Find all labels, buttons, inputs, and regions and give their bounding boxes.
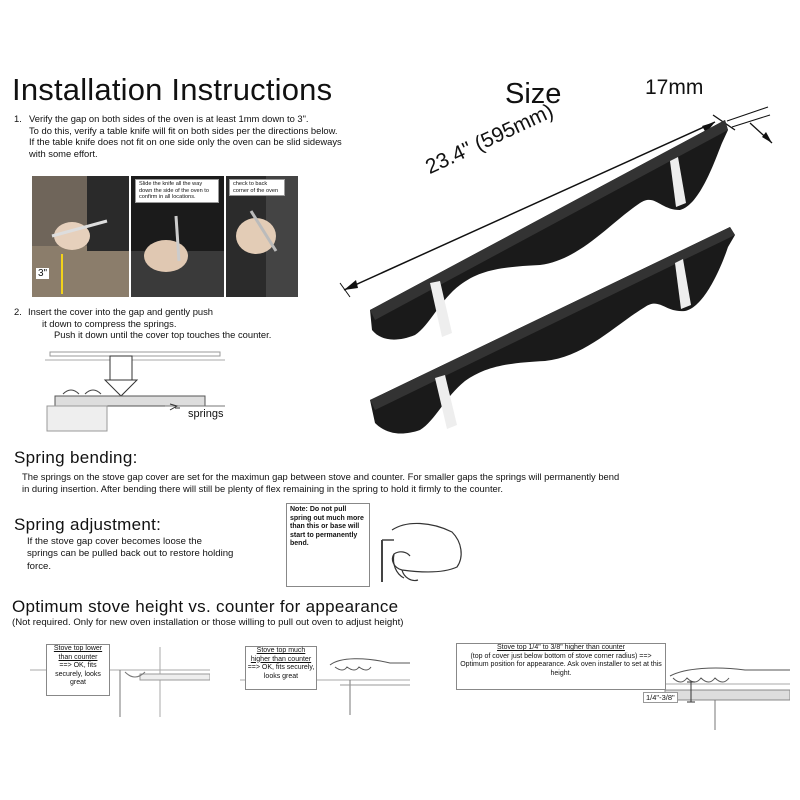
photo-knife-slide: Slide the knife all the way down the sid… <box>131 176 224 297</box>
case-3-title: Stove top 1/4" to 3/8" higher than count… <box>497 644 625 651</box>
spring-adjustment-text: If the stove gap cover becomes loose the… <box>27 536 233 573</box>
page-title: Installation Instructions <box>12 72 333 107</box>
thickness-arrow-icon <box>762 132 772 143</box>
step-1-text: 1. Verify the gap on both sides of the o… <box>14 113 374 169</box>
step-1-line: To do this, verify a table knife will fi… <box>29 124 338 136</box>
spring-bending-heading: Spring bending: <box>14 448 138 467</box>
case-3-box: Stove top 1/4" to 3/8" higher than count… <box>456 643 666 690</box>
step-1-line: Verify the gap on both sides of the oven… <box>29 113 309 124</box>
height-range-label: 1/4"-3/8" <box>643 692 678 703</box>
photo-caption-slide: Slide the knife all the way down the sid… <box>135 179 219 203</box>
length-arrow-end-icon <box>702 122 715 133</box>
spring-bending-text: The springs on the stove gap cover are s… <box>22 471 619 496</box>
step-2-text: 2. Insert the cover into the gap and gen… <box>14 306 344 346</box>
spring-adjustment-heading: Spring adjustment: <box>14 515 162 534</box>
optimum-heading: Optimum stove height vs. counter for app… <box>12 597 399 616</box>
spring-adjustment-line: force. <box>27 560 51 572</box>
step-2-number: 2. <box>14 306 22 317</box>
case-2-diagram <box>240 658 410 715</box>
spring-adjustment-line: If the stove gap cover becomes loose the <box>27 536 202 547</box>
thickness-label: 17mm <box>645 76 704 99</box>
spring-adjustment-line: springs can be pulled back out to restor… <box>27 548 234 560</box>
gap-cover-top <box>370 120 728 340</box>
length-dimension-line <box>343 121 716 291</box>
case-3-body: (top of cover just below bottom of stove… <box>460 652 662 677</box>
size-heading: Size <box>505 78 562 110</box>
case-2-box: Stove top much higher than counter ==> O… <box>245 646 317 690</box>
length-tick-start <box>339 282 351 298</box>
step-2-line: it down to compress the springs. <box>42 317 177 329</box>
spring-note-box: Note: Do not pull spring out much more t… <box>286 503 370 587</box>
product-illustration <box>339 106 773 434</box>
case-1-title: Stove top lower than counter <box>53 645 103 661</box>
step-1-line: with some effort. <box>29 147 98 159</box>
case-2-body: ==> OK, fits securely, looks great <box>247 664 315 680</box>
thickness-tick-1 <box>726 106 769 122</box>
case-1-box: Stove top lower than counter ==> OK, fit… <box>46 644 110 696</box>
photo-knife-gap: 3" <box>32 176 129 297</box>
photo-back-corner: check to back corner of the oven <box>226 176 298 297</box>
thickness-tick-2 <box>731 114 771 128</box>
case-1-body: ==> OK, fits securely, looks great <box>55 662 101 687</box>
spring-bending-line: The springs on the stove gap cover are s… <box>22 471 620 482</box>
photo-caption-corner: check to back corner of the oven <box>229 179 285 197</box>
hand-pulling-spring-drawing <box>381 522 462 582</box>
step-2-line: Insert the cover into the gap and gently… <box>28 306 214 317</box>
gap-measure-label: 3" <box>36 268 50 279</box>
step-1-line: If the table knife does not fit on one s… <box>29 136 342 148</box>
case-2-title: Stove top much higher than counter <box>250 647 312 663</box>
insertion-diagram <box>45 351 225 432</box>
length-arrow-start-icon <box>344 280 358 290</box>
springs-label: springs <box>188 408 224 420</box>
optimum-subheading: (Not required. Only for new oven install… <box>12 617 404 628</box>
step-1-number: 1. <box>14 113 22 124</box>
gap-cover-bottom <box>370 227 735 434</box>
spring-bending-line: in during insertion. After bending there… <box>22 483 503 495</box>
step-2-line: Push it down until the cover top touches… <box>54 329 272 341</box>
